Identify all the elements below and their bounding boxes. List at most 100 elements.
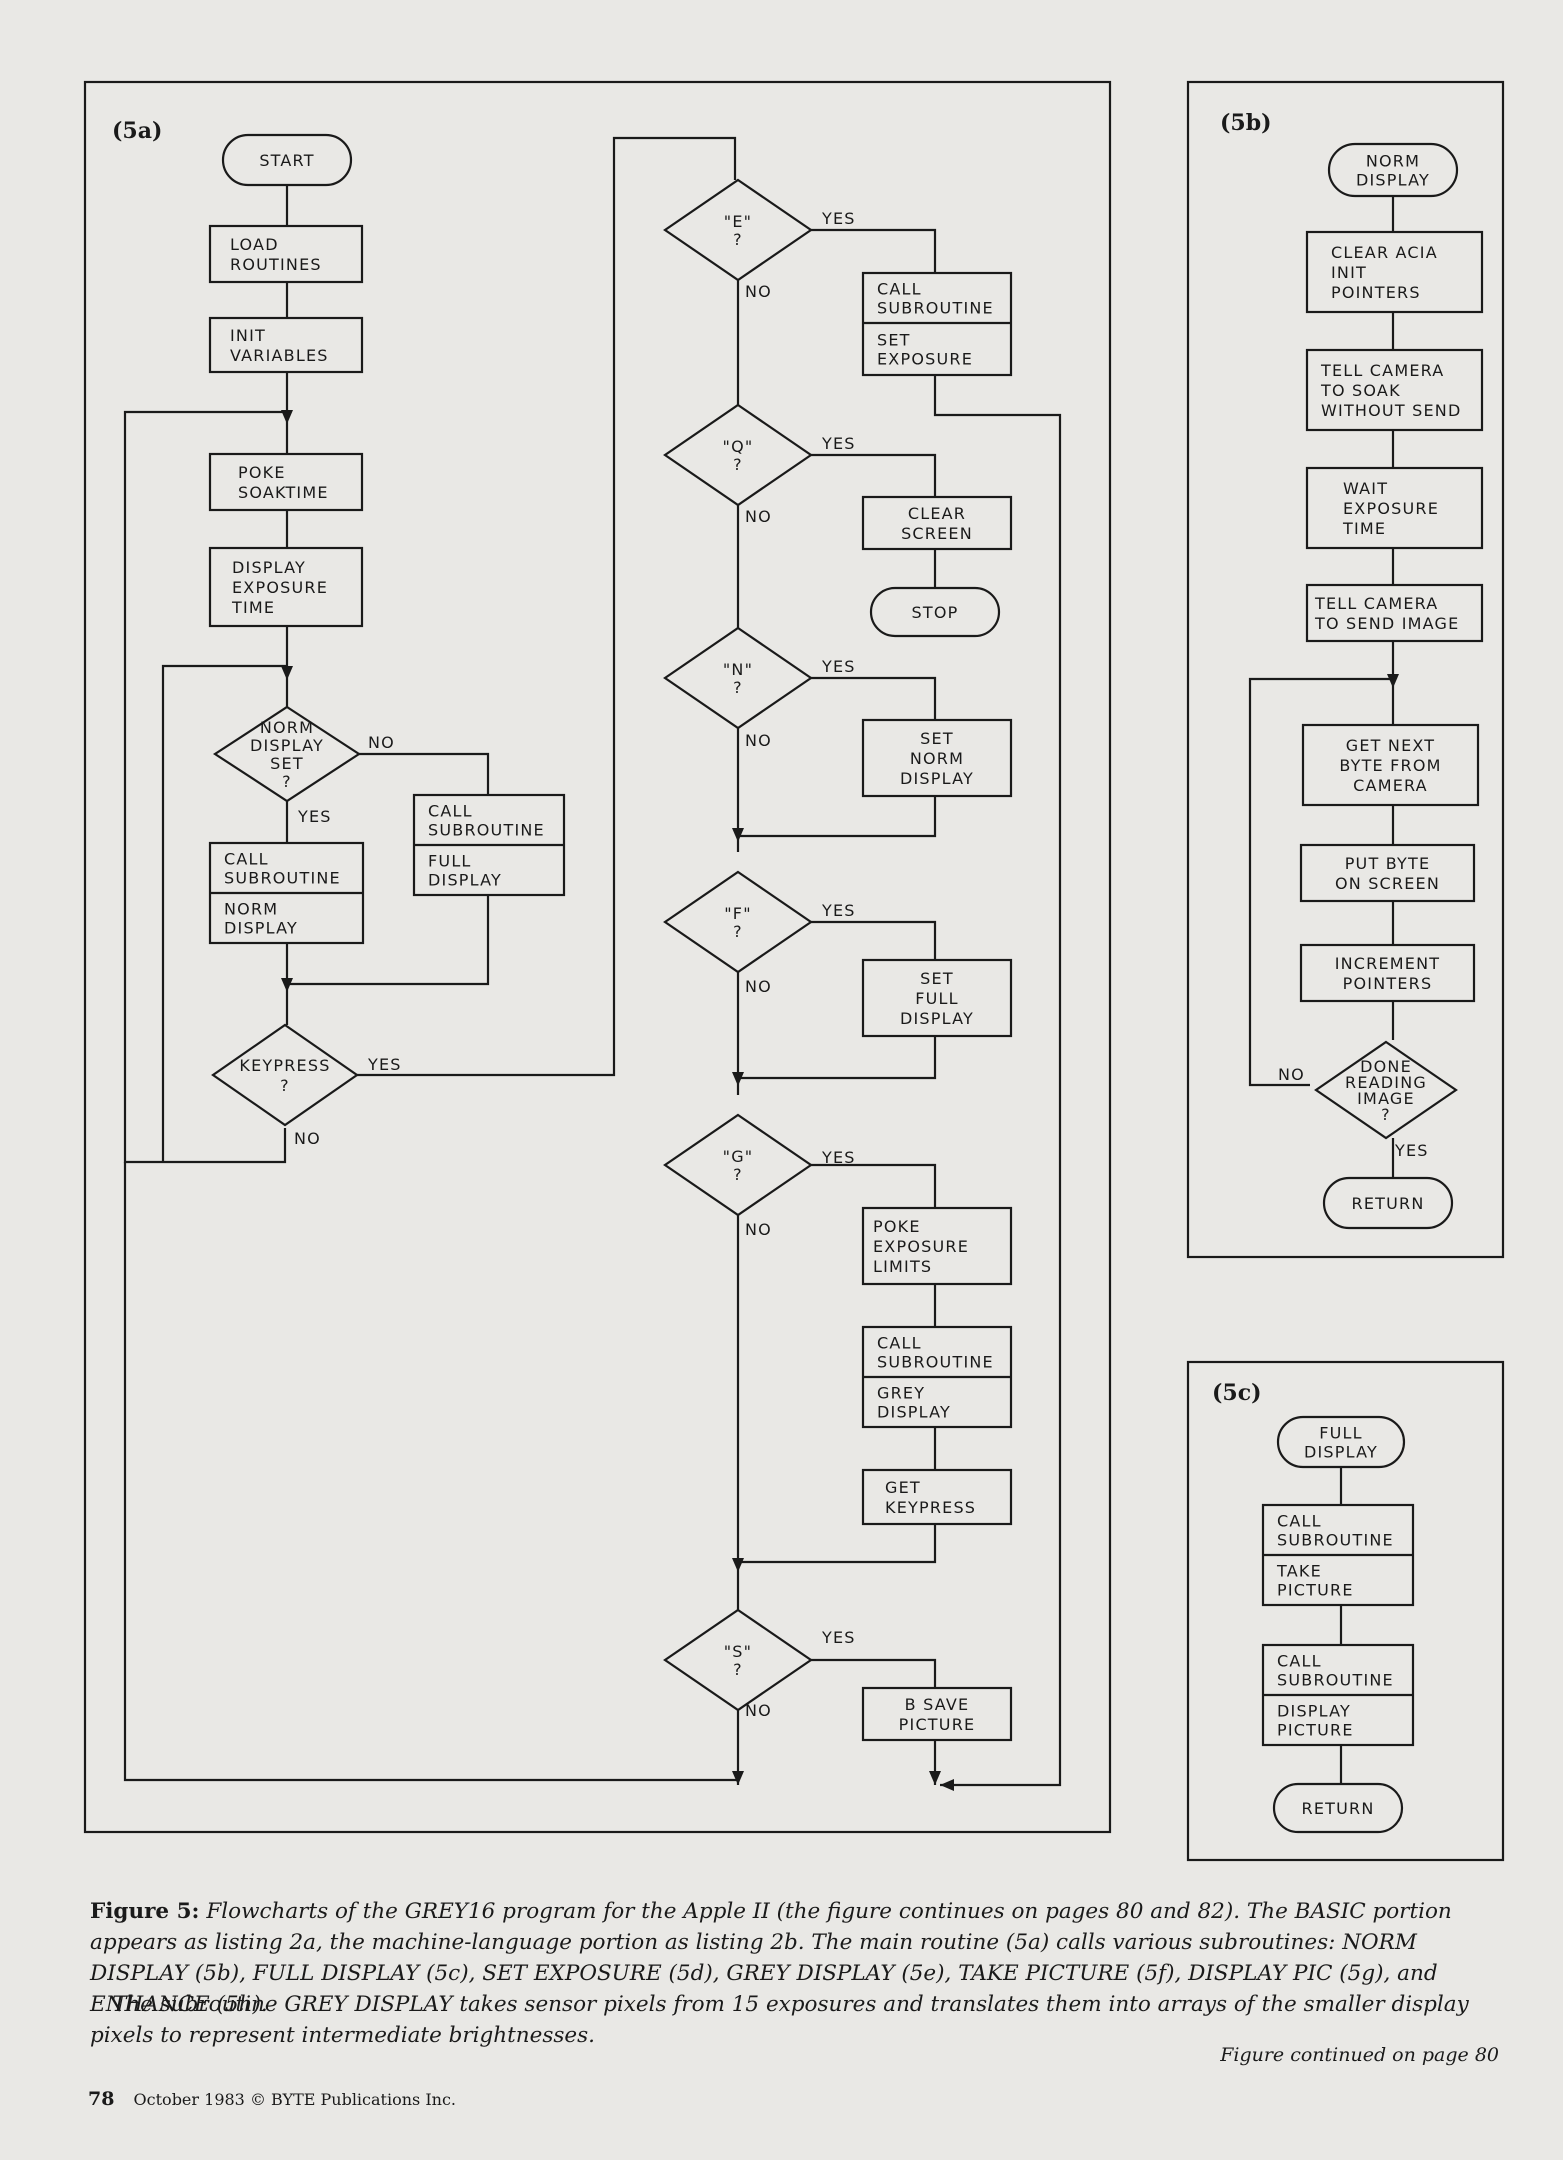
call-sub-norm-top-text: SUBROUTINE	[224, 869, 341, 888]
panel-5a-frame	[83, 80, 1112, 1834]
no-branch-line	[359, 752, 490, 795]
clear-screen-text: CLEAR	[908, 504, 966, 523]
c-return-terminal	[1272, 1782, 1404, 1834]
call-sub-full-top-text: SUBROUTINE	[428, 821, 545, 840]
get-keypress-text: GET	[885, 1478, 921, 1497]
keypress-text: KEYPRESS	[239, 1056, 330, 1075]
call-sub-take-top-text: CALL	[1277, 1512, 1322, 1531]
put-byte-box	[1299, 843, 1476, 903]
s-q-text: "S"	[724, 1642, 752, 1661]
get-next-byte-text: BYTE FROM	[1339, 756, 1441, 775]
set-full-display-text: SET	[920, 969, 954, 988]
get-next-byte-text: GET NEXT	[1346, 736, 1436, 755]
b-norm-display-text: NORM	[1366, 152, 1420, 171]
g-q-text: "G"	[723, 1147, 754, 1166]
panel-5c-label: (5c)	[1212, 1380, 1262, 1406]
start-text: START	[259, 151, 314, 170]
set-full-display-text: DISPLAY	[900, 1009, 974, 1028]
b-norm-display-text: DISPLAY	[1356, 171, 1430, 190]
n-q-text: ?	[733, 678, 743, 697]
caption-second-paragraph: The subroutine GREY DISPLAY takes sensor…	[90, 1992, 1469, 2048]
call-sub-take-bottom-text: TAKE	[1276, 1562, 1322, 1581]
set-norm-display-box	[861, 718, 1013, 798]
call-sub-norm-bottom-text: NORM	[224, 900, 278, 919]
b-return-terminal	[1322, 1176, 1454, 1230]
call-sub-exposure-top-text: CALL	[877, 280, 922, 299]
arrowhead	[940, 1779, 954, 1791]
yes-branch-line	[811, 228, 937, 273]
tell-send-box	[1305, 583, 1484, 643]
stop-text: STOP	[912, 603, 959, 622]
wait-exposure-text: EXPOSURE	[1343, 499, 1439, 518]
set-norm-display-text: SET	[920, 729, 954, 748]
call-sub-take-top-text: SUBROUTINE	[1277, 1531, 1394, 1550]
yes-label: YES	[821, 657, 856, 676]
clear-acia-text: INIT	[1331, 263, 1367, 282]
no-label: NO	[294, 1129, 321, 1148]
set-norm-display-text: NORM	[910, 749, 964, 768]
keypress-text: ?	[280, 1076, 290, 1095]
continued-note: Figure continued on page 80	[1220, 2044, 1499, 2066]
increment-pointers-box	[1299, 943, 1476, 1003]
e-q-text: ?	[733, 230, 743, 249]
poke-soaktime-text: SOAKTIME	[238, 483, 329, 502]
call-sub-exposure-bottom-text: SET	[877, 331, 911, 350]
yes-label: YES	[1394, 1141, 1429, 1160]
display-exposure-time-text: EXPOSURE	[232, 578, 328, 597]
tell-send-text: TO SEND IMAGE	[1314, 614, 1459, 633]
arrowhead	[1387, 674, 1399, 688]
increment-pointers-text: INCREMENT	[1335, 954, 1441, 973]
clear-acia-text: POINTERS	[1331, 283, 1421, 302]
panel-5a-label: (5a)	[112, 118, 162, 144]
page-number: 78	[88, 2088, 115, 2110]
norm-display-set-text: NORM	[260, 718, 314, 737]
merge-line	[738, 1036, 937, 1080]
e-q-text: "E"	[724, 212, 752, 231]
wait-exposure-text: WAIT	[1343, 479, 1388, 498]
call-sub-norm-top-text: CALL	[224, 850, 269, 869]
display-exposure-time-text: TIME	[231, 598, 275, 617]
b-save-picture-box	[861, 1686, 1013, 1742]
yes-label: YES	[821, 901, 856, 920]
f-q-text: "F"	[724, 904, 752, 923]
put-byte-text: ON SCREEN	[1335, 874, 1440, 893]
loop-back-line	[1248, 677, 1390, 1087]
done-reading-decision	[1314, 1040, 1458, 1140]
merge-line	[738, 1524, 937, 1564]
increment-pointers-text: POINTERS	[1343, 974, 1433, 993]
init-variables-text: INIT	[230, 326, 266, 345]
call-sub-exposure-top-text: SUBROUTINE	[877, 299, 994, 318]
return-line	[933, 375, 1062, 1787]
flowchart-figure: (5a)(5b)(5c)STARTLOADROUTINESINITVARIABL…	[83, 80, 1505, 1862]
no-label: NO	[745, 507, 772, 526]
tell-soak-text: WITHOUT SEND	[1321, 401, 1461, 420]
keypress-decision	[211, 1023, 359, 1127]
clear-acia-box	[1305, 230, 1484, 314]
put-byte-text: PUT BYTE	[1345, 854, 1431, 873]
arrowhead	[732, 1558, 744, 1572]
merge-line	[287, 895, 490, 986]
call-sub-grey-top-text: SUBROUTINE	[877, 1353, 994, 1372]
yes-branch-line	[811, 1658, 937, 1688]
call-sub-take-bottom-text: PICTURE	[1277, 1581, 1354, 1600]
clear-screen-text: SCREEN	[901, 524, 973, 543]
b-return-text: RETURN	[1352, 1194, 1425, 1213]
wait-exposure-text: TIME	[1342, 519, 1386, 538]
call-sub-dpic-bottom-text: PICTURE	[1277, 1721, 1354, 1740]
figure-label: Figure 5:	[90, 1899, 200, 1924]
g-q-text: ?	[733, 1165, 743, 1184]
yes-branch-line	[811, 1163, 937, 1208]
set-full-display-text: FULL	[915, 989, 959, 1008]
arrowhead	[281, 410, 293, 424]
no-label: NO	[745, 1220, 772, 1239]
yes-label: YES	[821, 434, 856, 453]
init-variables-text: VARIABLES	[230, 346, 329, 365]
display-exposure-time-text: DISPLAY	[232, 558, 306, 577]
call-sub-full-bottom-text: FULL	[428, 852, 472, 871]
yes-label: YES	[821, 1148, 856, 1167]
figure-caption: Figure 5: Flowcharts of the GREY16 progr…	[90, 1896, 1520, 2020]
c-full-display-text: FULL	[1319, 1424, 1363, 1443]
poke-exposure-limits-text: LIMITS	[873, 1257, 932, 1276]
wait-exposure-box	[1305, 466, 1484, 550]
call-sub-grey-top-text: CALL	[877, 1334, 922, 1353]
